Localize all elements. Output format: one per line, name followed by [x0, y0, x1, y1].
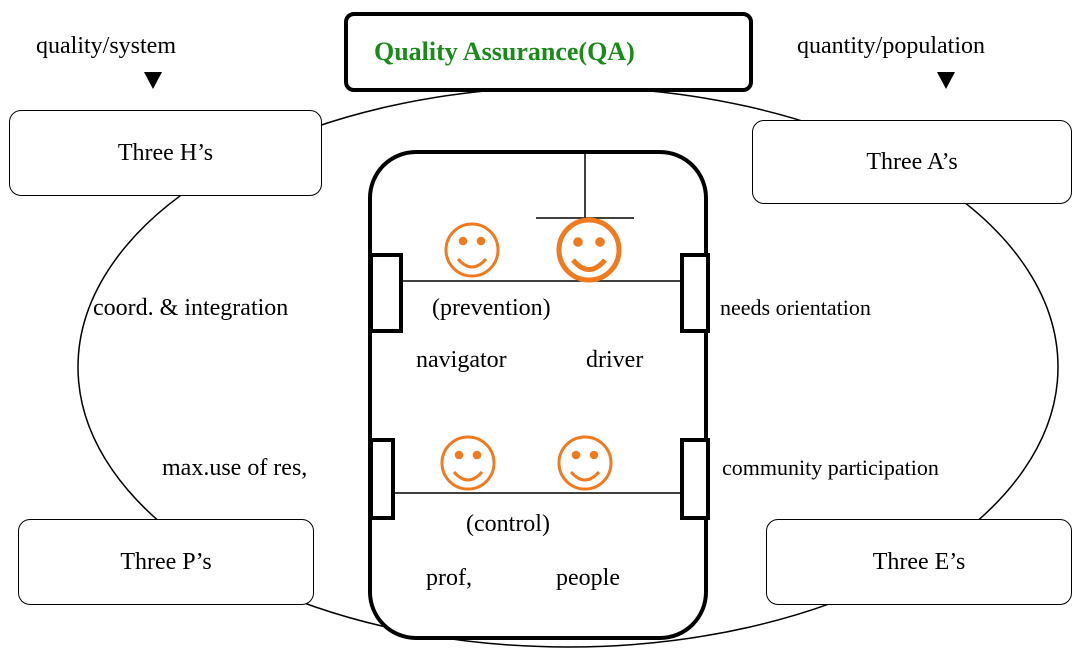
three-a-label: Three A’s — [866, 148, 958, 175]
qa-title: Quality Assurance(QA) — [374, 37, 635, 66]
down-arrow-icon — [937, 72, 955, 89]
three-e-label: Three E’s — [872, 548, 966, 575]
navigator-label: navigator — [416, 347, 507, 373]
driver-smiley-icon — [556, 217, 622, 283]
front-left-door — [369, 253, 403, 333]
prevention-label: (prevention) — [432, 295, 551, 321]
three-h-box: Three H’s — [9, 110, 322, 196]
three-a-box: Three A’s — [752, 120, 1072, 204]
navigator-smiley-icon — [444, 222, 500, 278]
people-smiley-icon — [557, 435, 613, 491]
prof-label: prof, — [426, 565, 472, 591]
three-p-box: Three P’s — [18, 519, 314, 605]
back-left-door — [369, 438, 395, 520]
max-use-label: max.use of res, — [162, 455, 308, 481]
three-p-label: Three P’s — [120, 548, 212, 575]
qa-title-box: Quality Assurance(QA) — [344, 12, 753, 92]
people-label: people — [556, 565, 620, 591]
quality-system-label: quality/system — [36, 33, 176, 59]
prof-smiley-icon — [440, 435, 496, 491]
needs-orientation-label: needs orientation — [720, 295, 871, 320]
community-participation-label: community participation — [722, 455, 939, 480]
three-e-box: Three E’s — [766, 519, 1072, 605]
coord-integration-label: coord. & integration — [93, 295, 289, 321]
down-arrow-icon — [144, 72, 162, 89]
back-right-door — [680, 438, 710, 520]
control-label: (control) — [466, 511, 550, 537]
vehicle-body — [368, 150, 708, 640]
driver-label: driver — [586, 347, 644, 373]
quantity-population-label: quantity/population — [797, 33, 985, 59]
front-right-door — [680, 253, 710, 333]
three-h-label: Three H’s — [117, 139, 214, 166]
